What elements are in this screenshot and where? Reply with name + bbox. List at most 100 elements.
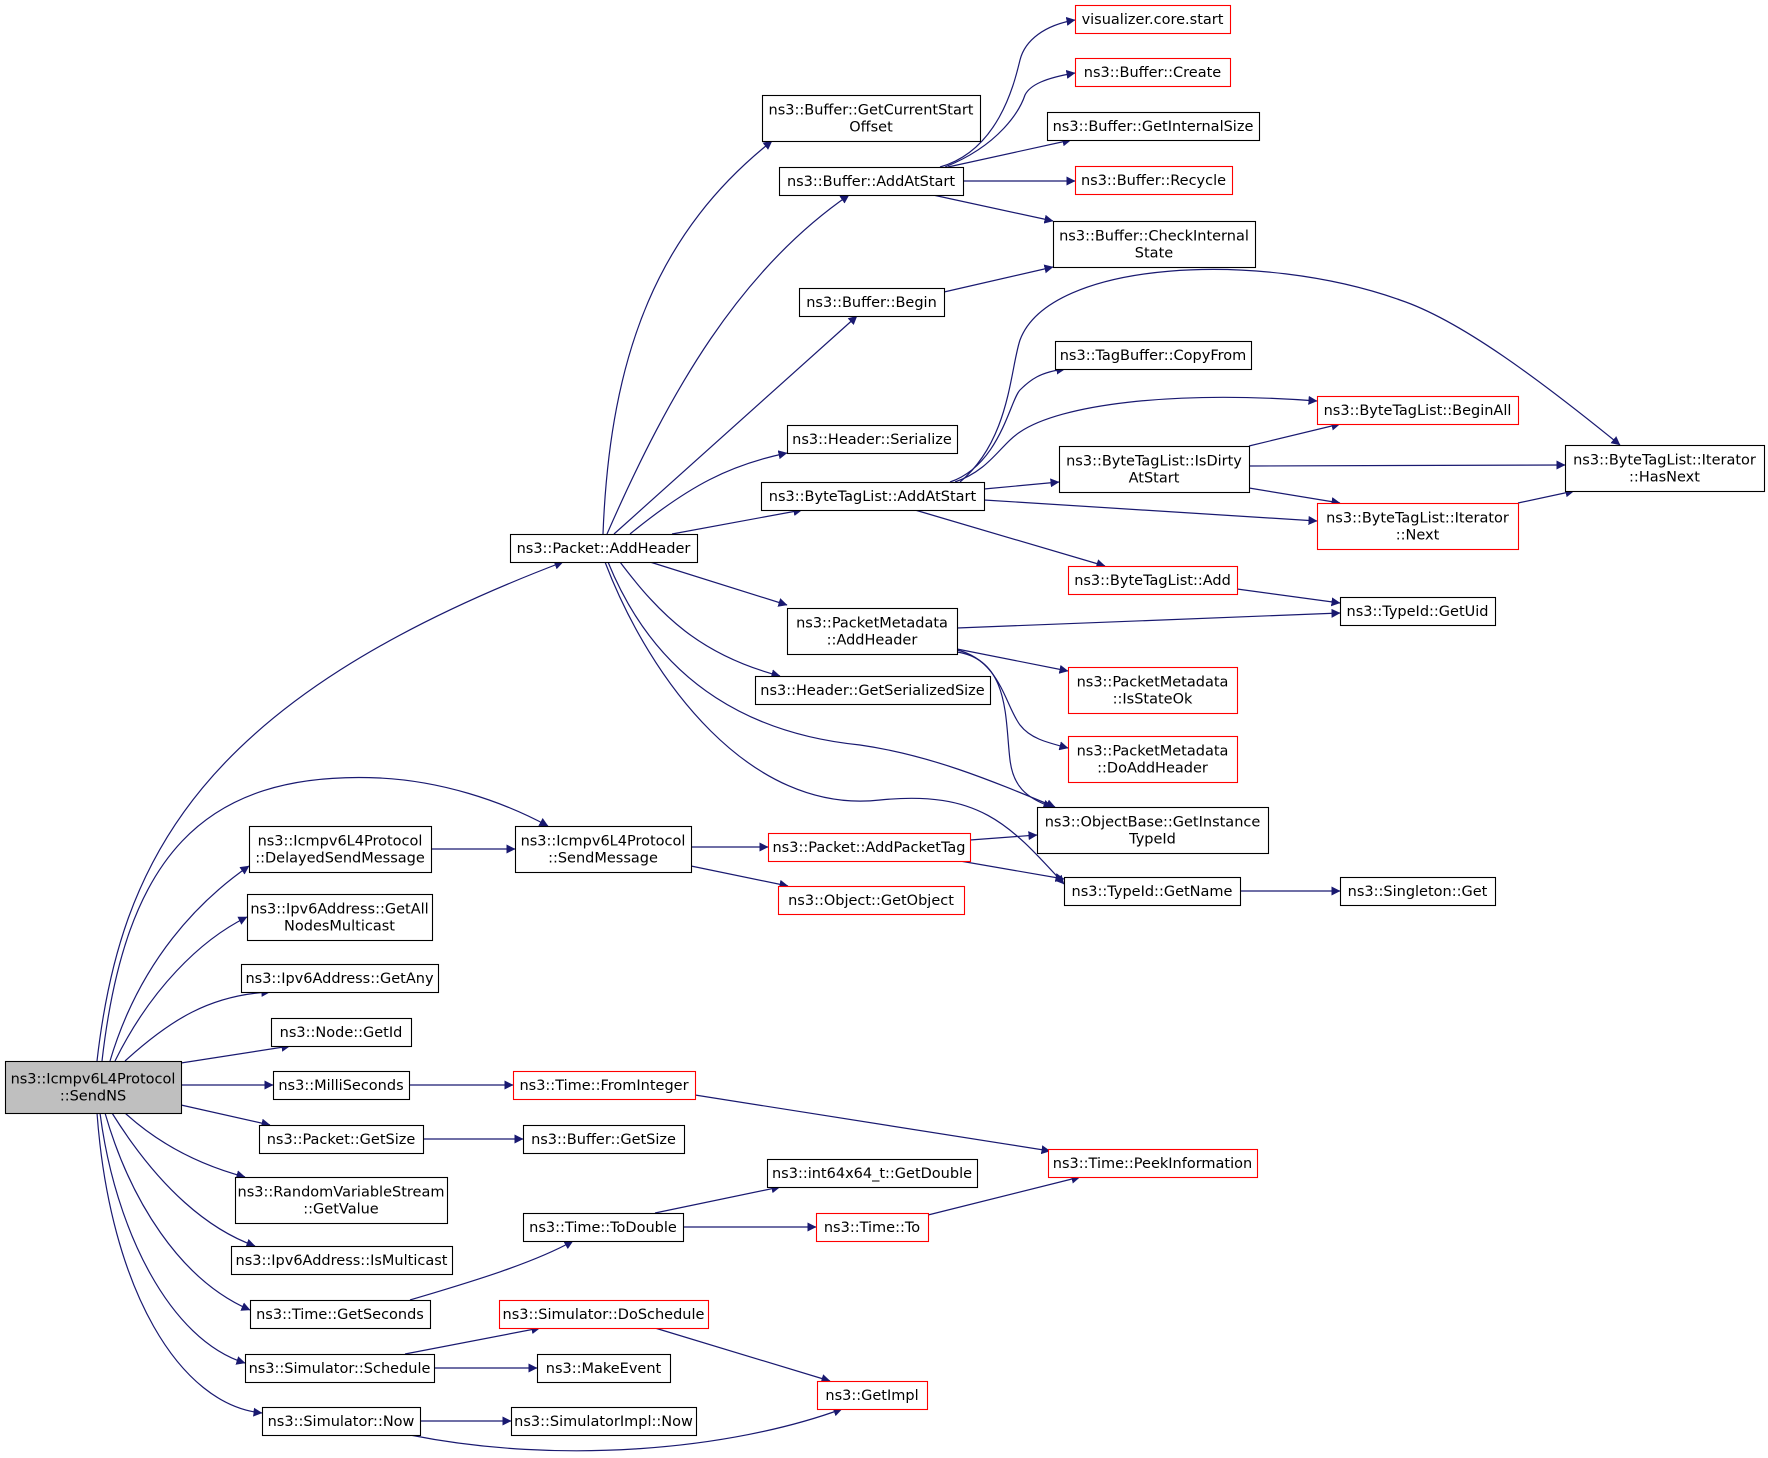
node-simnow[interactable]: ns3::Simulator::Now: [261, 1406, 422, 1437]
node-label: ns3::Time::GetSeconds: [256, 1307, 424, 1323]
node-makeevent[interactable]: ns3::MakeEvent: [536, 1353, 672, 1384]
edge-doschedule-to-getimpl: [654, 1327, 831, 1383]
node-box: [240, 963, 440, 994]
node-bufcreate[interactable]: ns3::Buffer::Create: [1074, 57, 1232, 88]
node-box: [798, 287, 946, 318]
node-vizstart[interactable]: visualizer.core.start: [1074, 4, 1232, 35]
node-nodegetid[interactable]: ns3::Node::GetId: [270, 1017, 413, 1048]
edge-sendmsg-to-getobject: [690, 865, 789, 889]
node-getobject[interactable]: ns3::Object::GetObject: [777, 885, 966, 916]
node-label: ns3::Buffer::GetInternalSize: [1053, 119, 1254, 135]
node-fromint[interactable]: ns3::Time::FromInteger: [512, 1070, 697, 1101]
node-box: [1564, 444, 1766, 493]
node-label: ns3::RandomVariableStream: [238, 1185, 445, 1201]
edge-getseconds-to-todouble: [409, 1240, 574, 1301]
node-label: NodesMulticast: [284, 919, 395, 935]
node-hdrserialize[interactable]: ns3::Header::Serialize: [786, 424, 959, 455]
node-label: ns3::Buffer::CheckInternal: [1059, 229, 1249, 245]
node-box: [4, 1060, 183, 1115]
node-btlbeginall[interactable]: ns3::ByteTagList::BeginAll: [1316, 395, 1520, 426]
node-label: ns3::Node::GetId: [280, 1025, 403, 1041]
node-box: [1074, 57, 1232, 88]
node-label: ::GetValue: [303, 1202, 379, 1218]
node-getimpl[interactable]: ns3::GetImpl: [816, 1380, 929, 1411]
node-addpackettag[interactable]: ns3::Packet::AddPacketTag: [767, 832, 972, 863]
node-schedule[interactable]: ns3::Simulator::Schedule: [244, 1353, 436, 1384]
node-ismulticast[interactable]: ns3::Ipv6Address::IsMulticast: [230, 1245, 454, 1276]
node-label: ns3::Ipv6Address::GetAll: [250, 902, 428, 918]
node-singletonget[interactable]: ns3::Singleton::Get: [1339, 876, 1497, 907]
node-typeidgetname[interactable]: ns3::TypeId::GetName: [1063, 876, 1242, 907]
node-box: [1074, 4, 1232, 35]
node-btlhasnext[interactable]: ns3::ByteTagList::Iterator::HasNext: [1564, 444, 1766, 493]
node-label: ns3::Packet::AddPacketTag: [772, 840, 965, 856]
node-timeto[interactable]: ns3::Time::To: [815, 1212, 930, 1243]
node-box: [272, 1070, 411, 1101]
node-pmdoaddheader[interactable]: ns3::PacketMetadata::DoAddHeader: [1067, 735, 1239, 784]
node-box: [510, 1406, 698, 1437]
node-label: ::AddHeader: [827, 633, 918, 649]
node-todouble[interactable]: ns3::Time::ToDouble: [522, 1212, 685, 1243]
node-label: ns3::Time::PeekInformation: [1053, 1156, 1252, 1172]
edge-addheader-to-hdrgetsersize: [619, 561, 781, 679]
node-getany[interactable]: ns3::Ipv6Address::GetAny: [240, 963, 440, 994]
node-bufrecycle[interactable]: ns3::Buffer::Recycle: [1074, 165, 1234, 196]
node-simimplnow[interactable]: ns3::SimulatorImpl::Now: [510, 1406, 698, 1437]
nodes-layer: ns3::Icmpv6L4Protocol::SendNSns3::Packet…: [4, 4, 1766, 1437]
node-label: TypeId: [1128, 832, 1176, 848]
node-tagcopyfrom[interactable]: ns3::TagBuffer::CopyFrom: [1054, 340, 1253, 371]
node-rvsgetvalue[interactable]: ns3::RandomVariableStream::GetValue: [234, 1176, 449, 1225]
node-peekinfo[interactable]: ns3::Time::PeekInformation: [1047, 1148, 1259, 1179]
node-label: ns3::GetImpl: [825, 1388, 918, 1404]
node-pmaddheader[interactable]: ns3::PacketMetadata::AddHeader: [786, 607, 959, 656]
node-box: [244, 1353, 436, 1384]
node-doschedule[interactable]: ns3::Simulator::DoSchedule: [498, 1299, 710, 1330]
edge-sendns-to-simnow: [96, 1112, 263, 1417]
edge-addpackettag-to-objgetinsttype: [969, 831, 1038, 841]
node-hdrgetsersize[interactable]: ns3::Header::GetSerializedSize: [754, 675, 992, 706]
edge-pmaddheader-to-typeidgetuid: [956, 608, 1341, 629]
node-label: ns3::ObjectBase::GetInstance: [1045, 815, 1261, 831]
node-btladdatstart[interactable]: ns3::ByteTagList::AddAtStart: [760, 481, 986, 512]
node-label: ::DelayedSendMessage: [255, 851, 425, 867]
node-label: ns3::TypeId::GetUid: [1347, 604, 1489, 620]
node-millis[interactable]: ns3::MilliSeconds: [272, 1070, 411, 1101]
node-addheader[interactable]: ns3::Packet::AddHeader: [509, 533, 699, 564]
node-typeidgetuid[interactable]: ns3::TypeId::GetUid: [1339, 596, 1497, 627]
edge-schedule-to-doschedule: [404, 1325, 541, 1355]
node-getseconds[interactable]: ns3::Time::GetSeconds: [249, 1299, 432, 1330]
node-box: [1339, 876, 1497, 907]
node-label: ns3::Singleton::Get: [1348, 884, 1488, 900]
node-box: [248, 825, 433, 874]
node-bufgetsize[interactable]: ns3::Buffer::GetSize: [522, 1124, 686, 1155]
node-btladd[interactable]: ns3::ByteTagList::Add: [1067, 565, 1239, 596]
node-label: ns3::Header::GetSerializedSize: [760, 683, 985, 699]
edge-sendns-to-getany: [124, 987, 271, 1062]
node-pmisstateok[interactable]: ns3::PacketMetadata::IsStateOk: [1067, 666, 1239, 715]
node-label: ns3::Header::Serialize: [792, 432, 952, 448]
node-pktgetsize[interactable]: ns3::Packet::GetSize: [258, 1124, 425, 1155]
node-label: ns3::ByteTagList::Iterator: [1573, 453, 1756, 469]
node-getdouble[interactable]: ns3::int64x64_t::GetDouble: [766, 1158, 979, 1189]
node-label: ns3::PacketMetadata: [1077, 675, 1229, 691]
node-box: [1316, 395, 1520, 426]
node-label: ns3::PacketMetadata: [1077, 744, 1229, 760]
node-bufgetintsize[interactable]: ns3::Buffer::GetInternalSize: [1046, 111, 1261, 142]
node-box: [1054, 340, 1253, 371]
node-label: ns3::Buffer::Begin: [806, 295, 937, 311]
node-delayed[interactable]: ns3::Icmpv6L4Protocol::DelayedSendMessag…: [248, 825, 433, 874]
node-label: ns3::Object::GetObject: [788, 893, 954, 909]
node-bufbegin[interactable]: ns3::Buffer::Begin: [798, 287, 946, 318]
node-box: [512, 1070, 697, 1101]
node-label: ::HasNext: [1629, 470, 1700, 486]
node-box: [786, 607, 959, 656]
node-bufaddatstart[interactable]: ns3::Buffer::AddAtStart: [778, 166, 965, 197]
node-box: [1067, 666, 1239, 715]
node-btlnext[interactable]: ns3::ByteTagList::Iterator::Next: [1316, 502, 1520, 551]
node-sendmsg[interactable]: ns3::Icmpv6L4Protocol::SendMessage: [514, 825, 693, 874]
